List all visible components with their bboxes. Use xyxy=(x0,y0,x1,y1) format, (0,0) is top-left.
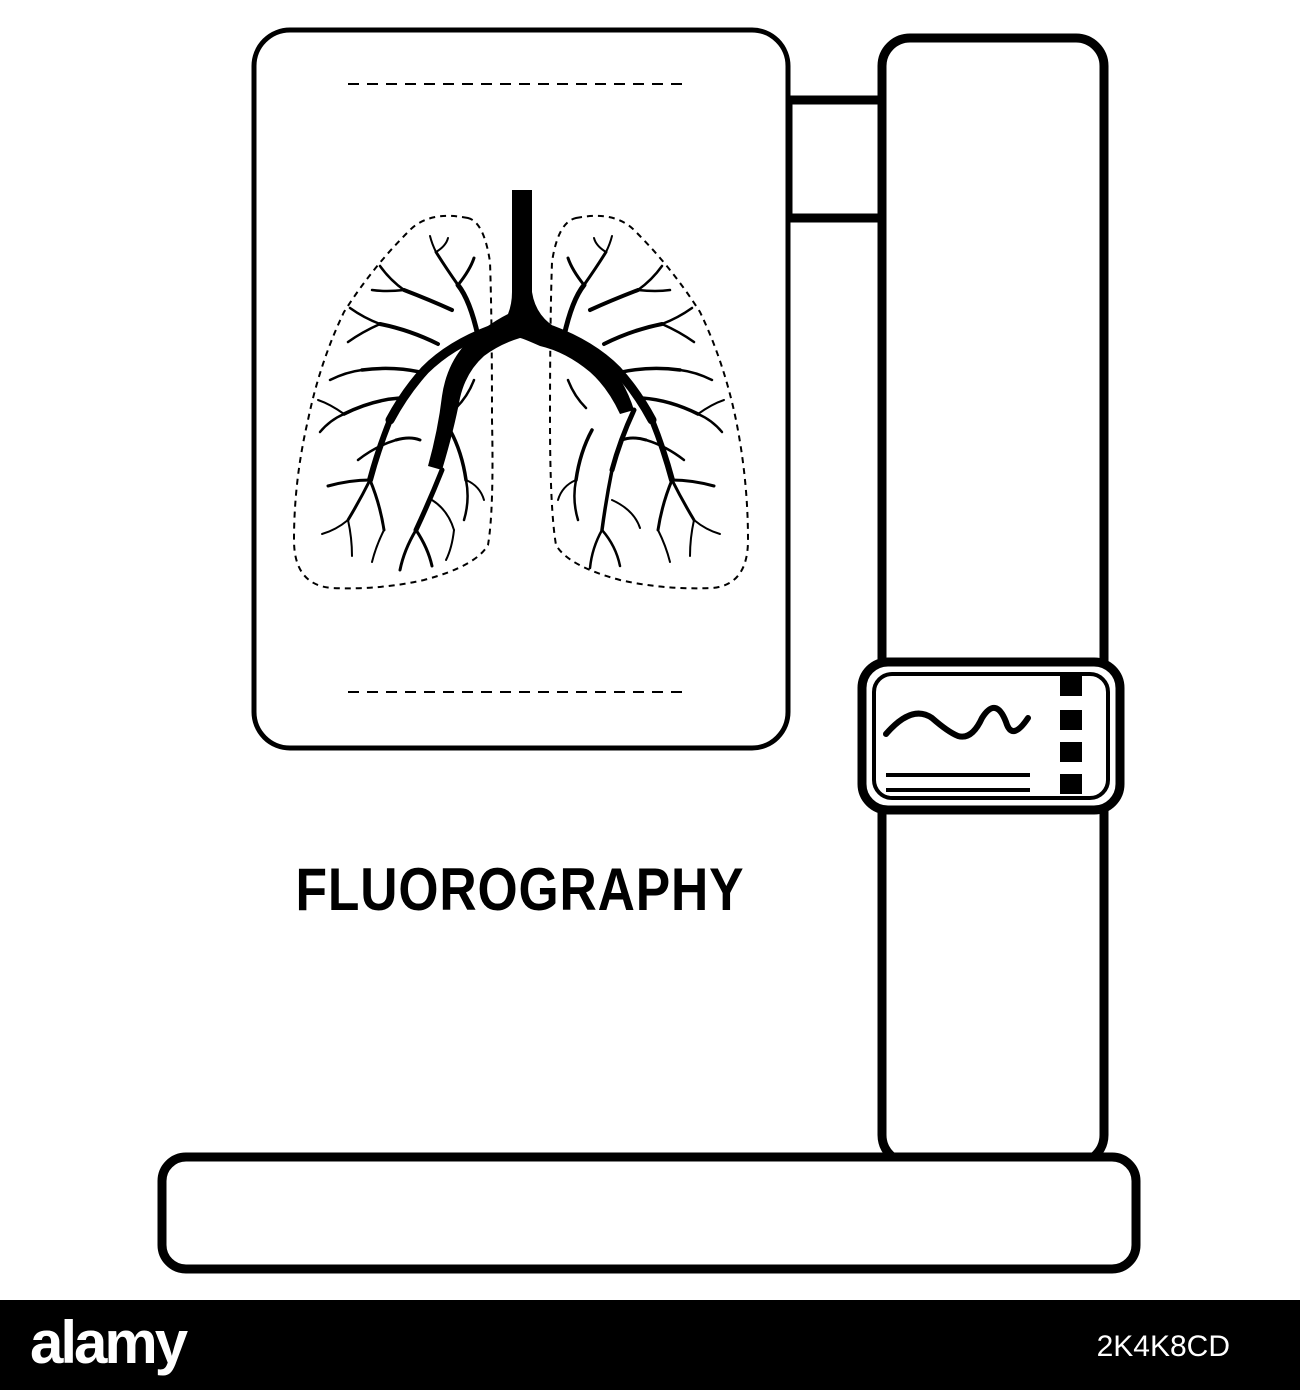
machine-column xyxy=(877,33,1109,1168)
monitor-indicator-3 xyxy=(1060,742,1082,762)
monitor xyxy=(857,657,1125,815)
watermark-logo: alamy xyxy=(30,1309,188,1376)
monitor-indicator-1 xyxy=(1060,676,1082,696)
right-lung-outline xyxy=(548,214,750,590)
machine-base xyxy=(157,1152,1141,1274)
watermark-image-id: 2K4K8CD xyxy=(1096,1330,1230,1363)
trachea xyxy=(428,190,634,470)
monitor-indicator-4 xyxy=(1060,774,1082,794)
monitor-screen xyxy=(872,672,1110,800)
left-lung-outline xyxy=(292,214,494,590)
fluorography-machine-icon xyxy=(157,27,1141,1274)
monitor-indicator-2 xyxy=(1060,710,1082,730)
xray-panel xyxy=(251,27,791,751)
caption-title: FLUOROGRAPHY xyxy=(295,856,745,923)
lungs-icon xyxy=(292,190,750,590)
watermark-bar: alamy 2K4K8CD xyxy=(0,1300,1300,1390)
sine-wave-icon xyxy=(883,705,1031,740)
machine-arm xyxy=(783,95,887,223)
